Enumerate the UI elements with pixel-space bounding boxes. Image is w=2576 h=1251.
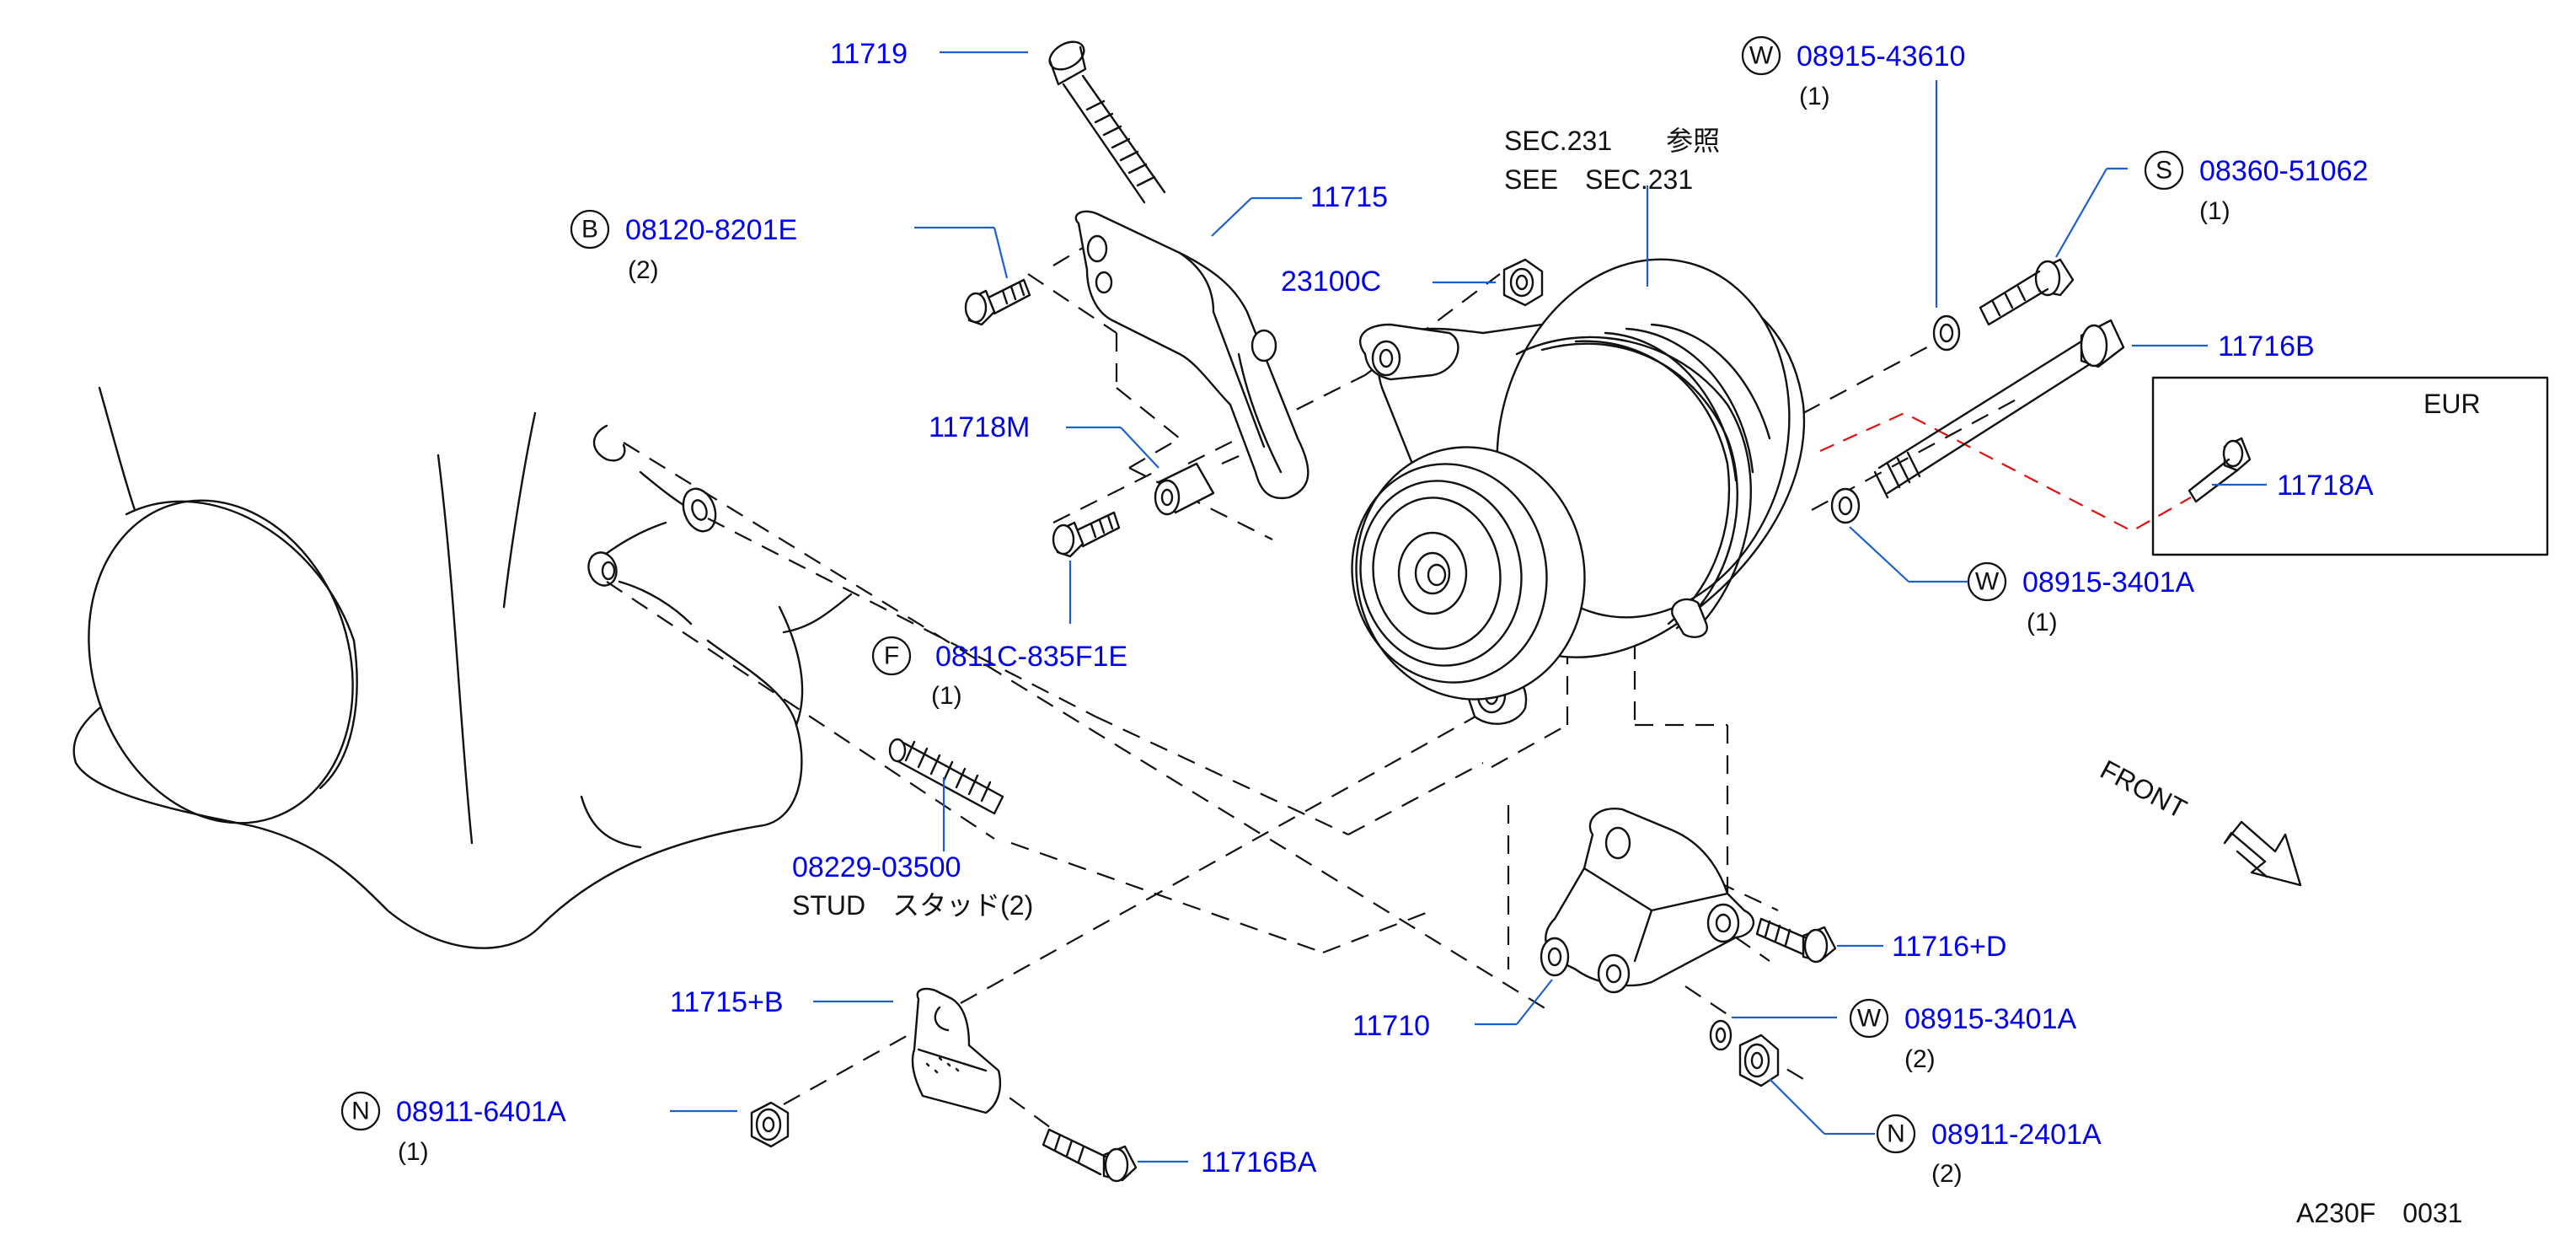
leader-lines — [670, 51, 2267, 1163]
washer-08915-3401a-top-drawing — [1830, 487, 1861, 524]
code-circle-w3 — [1849, 998, 1889, 1039]
bolt-11719-drawing — [1048, 40, 1166, 204]
washer-08915-43610-drawing — [1932, 314, 1961, 352]
front-arrow-icon — [2223, 820, 2302, 887]
nut-08911-6401a-drawing — [750, 1101, 790, 1148]
nut-23100c-drawing — [1502, 258, 1544, 307]
stud-08229-drawing — [888, 738, 1004, 815]
spacer-11718m-drawing — [1154, 462, 1215, 516]
label-11716b[interactable]: 11716B — [2218, 330, 2315, 362]
bolt-0811x-drawing — [1052, 511, 1121, 558]
label-08229-03500[interactable]: 08229-03500 — [792, 851, 961, 883]
code-n2-text: N — [351, 1098, 370, 1125]
qty-08360: (1) — [2199, 197, 2231, 225]
part-labels: 11719 11715 B 08120-8201E (2) 23100C 117… — [340, 35, 2481, 1228]
qty-08915-3401a-bot: (2) — [1904, 1045, 1936, 1073]
label-front: FRONT — [2096, 754, 2192, 824]
code-circle-w1 — [1741, 35, 1781, 76]
bolt-08360-drawing — [1979, 258, 2075, 326]
label-08915-43610[interactable]: 08915-43610 — [1797, 40, 1965, 72]
qty-08911-6401a: (1) — [398, 1138, 429, 1166]
washer-08915-3401a-bot-drawing — [1709, 1019, 1733, 1051]
bolt-11716b-drawing — [1873, 319, 2125, 499]
label-23100c[interactable]: 23100C — [1281, 266, 1381, 298]
code-b-text: B — [581, 216, 598, 244]
label-08120-8201e[interactable]: 08120-8201E — [625, 214, 797, 246]
qty-08915-43610: (1) — [1799, 83, 1830, 110]
sec-ref-en: SEE SEC.231 — [1504, 164, 1693, 195]
sec-ref-jp: SEC.231 参照 — [1504, 126, 1720, 156]
label-0811x[interactable]: 0811C-835F1E — [935, 641, 1127, 673]
bolt-08120-drawing — [964, 278, 1031, 326]
code-w2-text: W — [1975, 568, 2000, 596]
label-eur: EUR — [2423, 389, 2481, 419]
label-08911-2401a[interactable]: 08911-2401A — [1931, 1119, 2102, 1151]
label-11715b[interactable]: 11715+B — [670, 986, 784, 1018]
nut-08911-2401a-drawing — [1738, 1034, 1780, 1087]
bracket-11715b-drawing — [911, 987, 1002, 1114]
engine-block-drawing — [72, 386, 853, 949]
label-08360-51062[interactable]: 08360-51062 — [2199, 155, 2368, 187]
qty-08911-2401a: (2) — [1931, 1160, 1963, 1188]
code-w3-text: W — [1857, 1005, 1882, 1033]
code-circle-n1 — [1876, 1114, 1916, 1154]
bracket-11710-drawing — [1540, 808, 1754, 994]
qty-08915-3401a-top: (1) — [2027, 609, 2058, 636]
alternator-drawing — [1351, 258, 1806, 725]
label-11718m[interactable]: 11718M — [929, 411, 1030, 443]
qty-08120: (2) — [628, 256, 659, 284]
label-11715[interactable]: 11715 — [1310, 181, 1388, 213]
figure-code: A230F 0031 — [2296, 1198, 2462, 1228]
code-circle-w2 — [1967, 561, 2007, 602]
code-circle-n2 — [340, 1091, 381, 1131]
code-circle-s — [2144, 150, 2184, 191]
code-f-text: F — [884, 642, 899, 670]
label-11716ba[interactable]: 11716BA — [1201, 1146, 1317, 1179]
eur-box — [2151, 376, 2549, 556]
label-11716d[interactable]: 11716+D — [1892, 931, 2006, 963]
label-08915-3401a-top[interactable]: 08915-3401A — [2022, 566, 2195, 599]
label-11710[interactable]: 11710 — [1352, 1010, 1430, 1042]
bracket-11715-drawing — [1074, 210, 1309, 500]
label-08911-6401a[interactable]: 08911-6401A — [396, 1096, 566, 1128]
label-11719[interactable]: 11719 — [830, 38, 908, 70]
label-08915-3401a-bot[interactable]: 08915-3401A — [1904, 1003, 2077, 1035]
label-11718a[interactable]: 11718A — [2277, 470, 2374, 502]
code-s-text: S — [2156, 157, 2172, 185]
code-w1-text: W — [1749, 42, 1774, 70]
bolt-11716d-drawing — [1755, 917, 1837, 964]
bolt-11716ba-drawing — [1042, 1128, 1138, 1183]
code-circle-f — [871, 636, 912, 676]
code-n1-text: N — [1887, 1120, 1905, 1148]
label-stud: STUD スタッド(2) — [792, 890, 1033, 921]
code-circle-b — [570, 209, 610, 250]
qty-0811x: (1) — [931, 682, 962, 710]
